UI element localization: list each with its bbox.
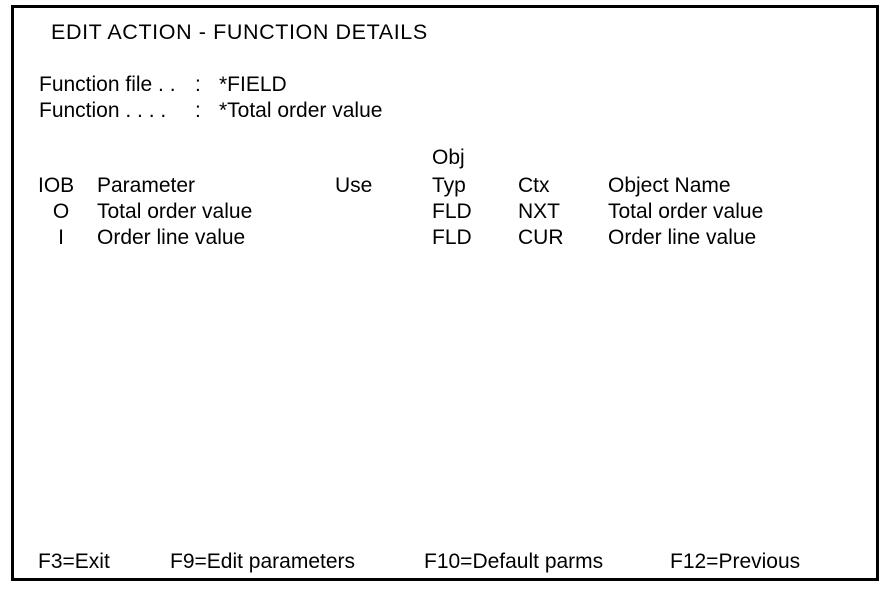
column-group-header-row: Obj — [14, 147, 876, 168]
cell-ctx: NXT — [518, 200, 560, 223]
parameter-list: Obj IOB Parameter Use Typ Ctx Object Nam… — [14, 8, 876, 578]
function-key-f10-default-parms[interactable]: F10=Default parms — [424, 550, 604, 573]
function-file-value: *FIELD — [219, 73, 287, 96]
column-header-iob: IOB — [38, 174, 75, 197]
cell-object-name: Order line value — [608, 226, 757, 249]
table-row[interactable]: O Total order value FLD NXT Total order … — [14, 201, 876, 222]
function-key-bar: F3=Exit F9=Edit parameters F10=Default p… — [14, 551, 876, 573]
terminal-screen-frame: EDIT ACTION - FUNCTION DETAILS Function … — [11, 5, 879, 581]
function-separator: : — [195, 99, 201, 122]
cell-obj-typ: FLD — [432, 200, 472, 223]
cell-parameter: Total order value — [97, 200, 253, 223]
terminal-screen-body: EDIT ACTION - FUNCTION DETAILS Function … — [14, 8, 876, 578]
table-row[interactable]: I Order line value FLD CUR Order line va… — [14, 227, 876, 248]
cell-iob: O — [52, 200, 70, 223]
function-key-f9-edit-parameters[interactable]: F9=Edit parameters — [170, 550, 356, 573]
function-key-f3-exit[interactable]: F3=Exit — [38, 550, 110, 573]
column-header-object-name: Object Name — [608, 174, 731, 197]
cell-ctx: CUR — [518, 226, 564, 249]
function-key-f12-previous[interactable]: F12=Previous — [670, 550, 801, 573]
cell-parameter: Order line value — [97, 226, 246, 249]
function-label: Function . . . . — [39, 99, 167, 122]
column-group-header-obj: Obj — [432, 146, 465, 169]
function-file-label: Function file . . — [39, 73, 176, 96]
column-header-obj-typ: Typ — [432, 174, 466, 197]
column-header-ctx: Ctx — [518, 174, 550, 197]
function-value: *Total order value — [219, 99, 383, 122]
column-header-use: Use — [335, 174, 373, 197]
page-title: EDIT ACTION - FUNCTION DETAILS — [51, 20, 428, 44]
column-header-row: IOB Parameter Use Typ Ctx Object Name — [14, 175, 876, 196]
column-header-parameter: Parameter — [97, 174, 196, 197]
cell-object-name: Total order value — [608, 200, 764, 223]
cell-iob: I — [58, 226, 64, 249]
function-file-separator: : — [195, 73, 201, 96]
cell-obj-typ: FLD — [432, 226, 472, 249]
